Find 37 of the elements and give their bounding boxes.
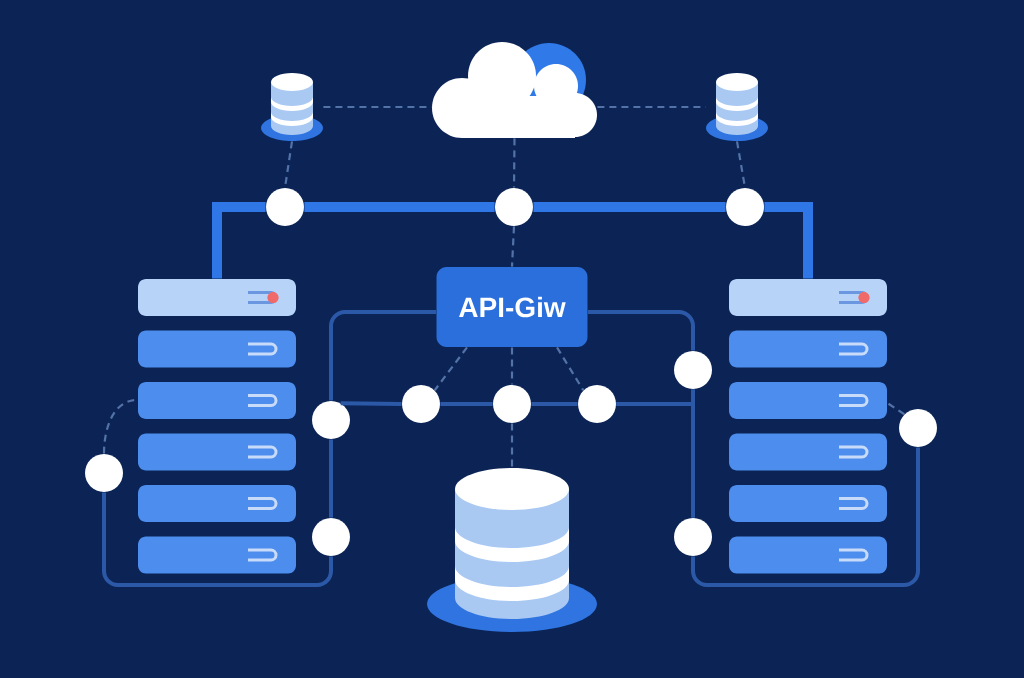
- node-circle: [266, 188, 304, 226]
- node-circle: [674, 351, 712, 389]
- node-circle: [495, 188, 533, 226]
- dashed-line: [597, 105, 706, 109]
- database-icon: [706, 73, 768, 141]
- bus-line: [764, 202, 813, 279]
- dashed-line: [510, 226, 516, 267]
- dashed-line: [510, 347, 514, 385]
- node-circle: [312, 401, 350, 439]
- connector-line: [329, 439, 333, 518]
- node-circle: [726, 188, 764, 226]
- dashed-line: [512, 138, 516, 188]
- api-box: API-Giw: [436, 267, 588, 347]
- dashed-line: [433, 346, 468, 391]
- connector-line: [329, 310, 437, 401]
- cloud: [432, 42, 597, 138]
- node-circle: [312, 518, 350, 556]
- database-cylinder: [427, 468, 597, 632]
- connector-line: [691, 389, 695, 518]
- node-circle: [402, 385, 440, 423]
- node-circle: [578, 385, 616, 423]
- connector-line: [587, 310, 695, 351]
- dashed-line: [886, 402, 905, 416]
- dashed-line: [556, 346, 585, 391]
- dashed-line: [323, 105, 432, 109]
- node-circle: [899, 409, 937, 447]
- node-circle: [674, 518, 712, 556]
- node-circle: [493, 385, 531, 423]
- node-circle: [85, 454, 123, 492]
- connector-line: [531, 402, 578, 406]
- bus-line: [533, 202, 726, 212]
- database-icon: [261, 73, 323, 141]
- connector-line: [440, 402, 493, 406]
- bus-line: [304, 202, 495, 212]
- bus-line: [212, 202, 266, 279]
- dashed-line: [510, 423, 514, 468]
- connector-line: [340, 401, 402, 406]
